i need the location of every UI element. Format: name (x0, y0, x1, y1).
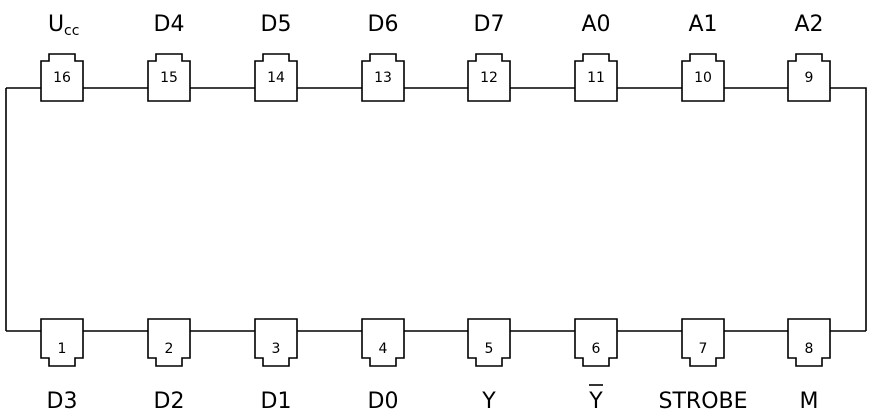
pin-outline (787, 53, 831, 102)
pin-number: 3 (272, 341, 281, 357)
pin-outline (40, 318, 84, 367)
pin-label: D6 (368, 12, 399, 37)
pin-outline (254, 53, 298, 102)
pin-outline (147, 53, 191, 102)
pin-outline (467, 53, 511, 102)
chip-body-outline (5, 87, 867, 332)
bottom-pin-5: 5Y (467, 318, 511, 414)
pin-label: D5 (261, 12, 292, 37)
bottom-pin-3: 3D1 (254, 318, 298, 414)
pin-label: Y (588, 389, 603, 414)
pin-label: D3 (47, 389, 78, 414)
pin-label: STROBE (659, 389, 748, 414)
pin-label: A2 (794, 12, 823, 37)
pin-number: 16 (53, 70, 71, 86)
top-pin-14: 14 D5 (254, 12, 298, 102)
bottom-pin-6: 6Y (574, 318, 618, 414)
bottom-pin-1: 1D3 (40, 318, 84, 414)
pin-outline (40, 53, 84, 102)
pin-outline (147, 318, 191, 367)
pin-number: 4 (379, 341, 388, 357)
top-pin-15: 15 D4 (147, 12, 191, 102)
top-pin-9: 9 A2 (787, 12, 831, 102)
pin-label: M (800, 389, 819, 414)
top-pin-11: 11 A0 (574, 12, 618, 102)
pin-outline (467, 318, 511, 367)
top-pin-13: 13 D6 (361, 12, 405, 102)
pin-number: 13 (374, 70, 392, 86)
pin-label: D4 (154, 12, 185, 37)
pin-number: 7 (699, 341, 708, 357)
pin-number: 2 (165, 341, 174, 357)
pin-number: 11 (587, 70, 605, 86)
pin-outline (681, 53, 725, 102)
pin-label: D7 (474, 12, 505, 37)
pin-outline (361, 53, 405, 102)
pin-number: 10 (694, 70, 712, 86)
top-pin-10: 10 A1 (681, 12, 725, 102)
pin-outline (361, 318, 405, 367)
pin-number: 15 (160, 70, 178, 86)
pin-number: 8 (805, 341, 814, 357)
pin-number: 9 (805, 70, 814, 86)
pin-number: 12 (480, 70, 498, 86)
pin-number: 6 (592, 341, 601, 357)
pin-label-subscript: cc (64, 23, 79, 39)
bottom-pin-4: 4D0 (361, 318, 405, 414)
bottom-pin-8: 8M (787, 318, 831, 414)
pin-label: Y (481, 389, 496, 414)
pin-outline (254, 318, 298, 367)
pin-label: U (48, 12, 64, 37)
pin-outline (787, 318, 831, 367)
pin-number: 14 (267, 70, 285, 86)
pin-outline (574, 318, 618, 367)
top-pin-12: 12 D7 (467, 12, 511, 102)
bottom-pin-2: 2D2 (147, 318, 191, 414)
pin-label: D2 (154, 389, 185, 414)
pin-label: A0 (581, 12, 610, 37)
pin-outline (574, 53, 618, 102)
pin-number: 1 (58, 341, 67, 357)
pin-label: D1 (261, 389, 292, 414)
pin-label: A1 (688, 12, 717, 37)
pin-number: 5 (485, 341, 494, 357)
pin-outline (681, 318, 725, 367)
pin-label: D0 (368, 389, 399, 414)
